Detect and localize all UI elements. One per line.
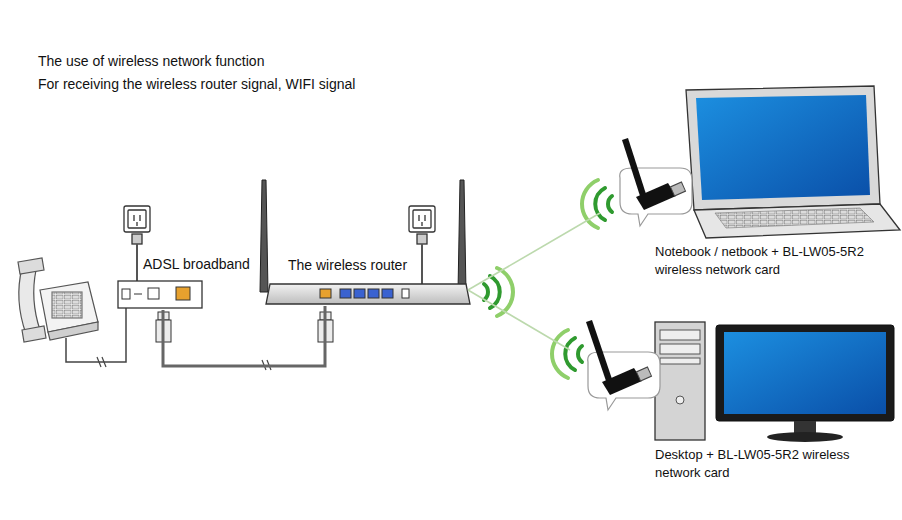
node-label: The wireless router (288, 256, 407, 274)
wifi-link (468, 290, 570, 350)
node-label: ADSL broadband (143, 255, 250, 273)
laptop (686, 86, 900, 238)
usb-wifi-dongle (586, 320, 660, 410)
ethernet-cable (163, 306, 325, 366)
wireless-router (260, 180, 470, 304)
adsl-modem (118, 281, 202, 308)
caption: For receiving the wireless router signal… (38, 76, 355, 92)
title: The use of wireless network function (38, 53, 264, 69)
router-node: The wireless router (268, 254, 468, 306)
wifi-signal (552, 330, 582, 378)
usb-wifi-dongle (620, 138, 692, 226)
power-socket (124, 206, 435, 284)
telephone (18, 258, 98, 342)
phone-wire (66, 300, 126, 362)
rj45-plug (156, 312, 333, 342)
node-label: Notebook / netbook + BL-LW05-5R2 wireles… (655, 243, 883, 279)
break-mark (97, 357, 271, 370)
wifi-link (468, 213, 600, 290)
modem-node: ADSL broadband (115, 255, 270, 310)
desktop-node: Desktop + BL-LW05-5R2 wireless network c… (570, 318, 895, 484)
node-label: Desktop + BL-LW05-5R2 wireless network c… (655, 446, 883, 482)
laptop-node: Notebook / netbook + BL-LW05-5R2 wireles… (600, 85, 895, 281)
desktop-computer (655, 322, 894, 442)
